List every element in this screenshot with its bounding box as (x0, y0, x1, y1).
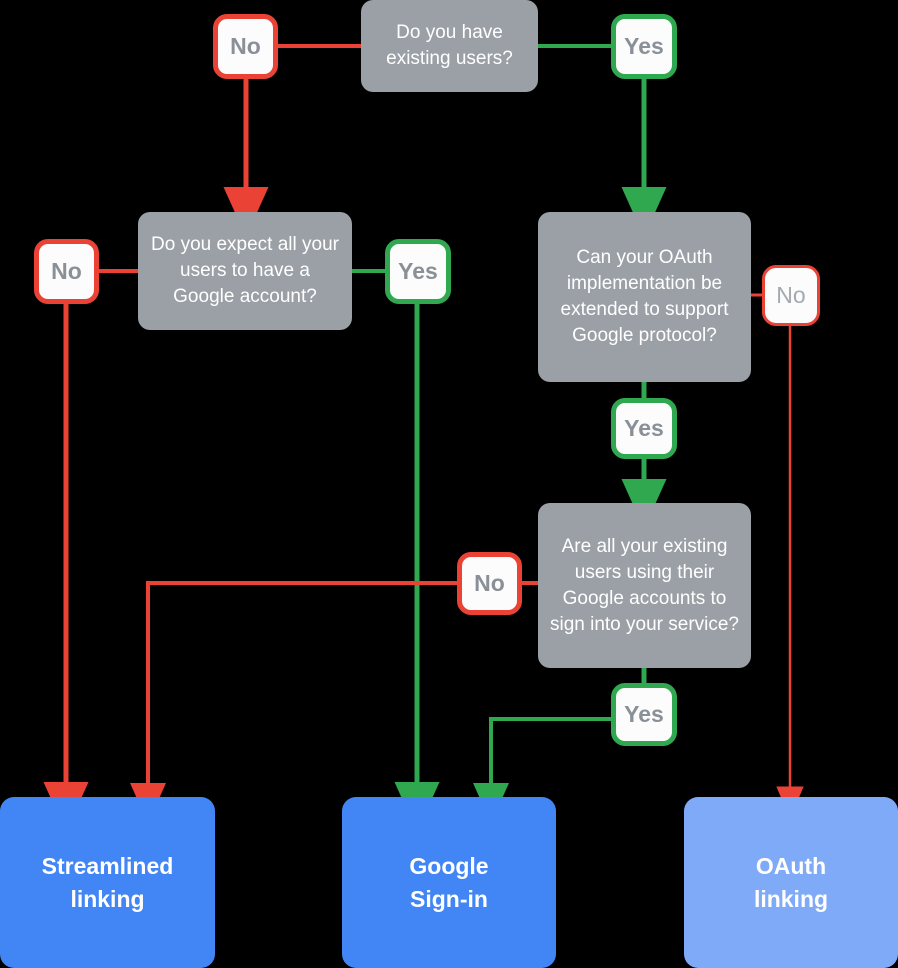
outcome-google-signin-line2: Sign-in (410, 885, 488, 912)
badge-yes-google-account-label: Yes (398, 258, 438, 284)
outcome-oauth-linking-line2: linking (753, 885, 829, 912)
question-oauth-extend-label: Can your OAuth implementation be extende… (560, 247, 729, 346)
badge-yes-oauth-extend-label: Yes (624, 415, 664, 441)
badge-yes-existing-users-label: Yes (624, 33, 664, 59)
question-google-signin-label: Are all your existing users using their … (549, 535, 740, 635)
badge-yes-existing-users[interactable]: Yes (611, 14, 677, 79)
question-existing-users[interactable]: Do you have existing users? (361, 0, 538, 92)
outcome-oauth-linking-text: OAuth linking (754, 850, 828, 916)
outcome-streamlined-linking[interactable]: Streamlined linking (0, 797, 215, 968)
badge-no-oauth-extend-label: No (776, 282, 806, 308)
outcome-google-signin-line1: Google (409, 852, 489, 879)
question-google-signin[interactable]: Are all your existing users using their … (538, 503, 751, 668)
outcome-oauth-linking[interactable]: OAuth linking (684, 797, 898, 968)
badge-no-oauth-extend[interactable]: No (762, 265, 820, 326)
question-existing-users-label: Do you have existing users? (386, 22, 513, 69)
badge-yes-google-account[interactable]: Yes (385, 239, 451, 304)
badge-yes-google-signin[interactable]: Yes (611, 683, 677, 746)
badge-no-existing-users-label: No (230, 33, 261, 59)
outcome-google-signin[interactable]: Google Sign-in (342, 797, 556, 968)
edge-no-google-signin-route (130, 581, 458, 823)
outcome-oauth-linking-line1: OAuth (755, 852, 827, 879)
outcome-google-signin-text: Google Sign-in (409, 850, 488, 916)
badge-yes-google-signin-label: Yes (624, 701, 664, 727)
badge-no-google-account-label: No (51, 258, 82, 284)
question-google-account-label: Do you expect all your users to have a G… (151, 234, 339, 307)
badge-no-existing-users[interactable]: No (213, 14, 278, 79)
outcome-streamlined-linking-line2: linking (70, 885, 145, 912)
question-google-account[interactable]: Do you expect all your users to have a G… (138, 212, 352, 330)
outcome-streamlined-linking-text: Streamlined linking (42, 850, 174, 916)
question-oauth-extend[interactable]: Can your OAuth implementation be extende… (538, 212, 751, 382)
badge-no-google-signin[interactable]: No (457, 552, 522, 615)
outcome-streamlined-linking-line1: Streamlined (41, 852, 174, 879)
badge-no-google-account[interactable]: No (34, 239, 99, 304)
edge-yes-google-signin-route (473, 717, 611, 823)
badge-no-google-signin-label: No (474, 570, 505, 596)
badge-yes-oauth-extend[interactable]: Yes (611, 398, 677, 459)
